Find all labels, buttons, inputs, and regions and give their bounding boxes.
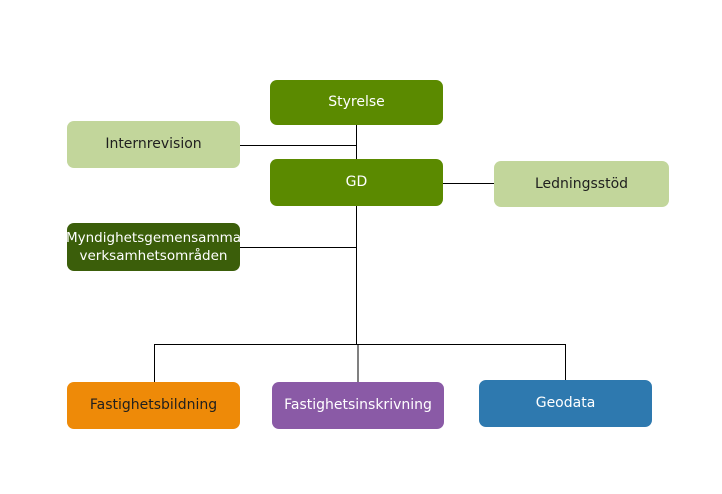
node-internrevision-label: Internrevision xyxy=(105,136,202,153)
node-styrelse: Styrelse xyxy=(270,80,443,125)
node-ledningsstod-label: Ledningsstöd xyxy=(534,175,629,192)
node-myndighetsgemensamma-label-line2: verksamhetsområden xyxy=(79,248,228,264)
node-geodata-label: Geodata xyxy=(535,395,596,412)
node-myndighetsgemensamma-text: Myndighetsgemensamma verksamhetsområden xyxy=(62,229,245,265)
node-styrelse-label: Styrelse xyxy=(328,94,385,111)
node-fastighetsinskrivning-label: Fastighetsinskrivning xyxy=(284,397,432,414)
node-gd-label: GD xyxy=(345,174,368,191)
node-myndighetsgemensamma: Myndighetsgemensamma verksamhetsområden xyxy=(66,223,241,271)
node-internrevision: Internrevision xyxy=(67,121,240,168)
node-gd: GD xyxy=(270,159,443,206)
node-fastighetsinskrivning: Fastighetsinskrivning xyxy=(272,382,444,429)
node-geodata: Geodata xyxy=(479,380,652,427)
node-ledningsstod: Ledningsstöd xyxy=(494,161,669,207)
node-fastighetsbildning-label: Fastighetsbildning xyxy=(89,397,218,414)
node-fastighetsbildning: Fastighetsbildning xyxy=(67,382,240,429)
node-myndighetsgemensamma-label-line1: Myndighetsgemensamma xyxy=(65,229,242,246)
